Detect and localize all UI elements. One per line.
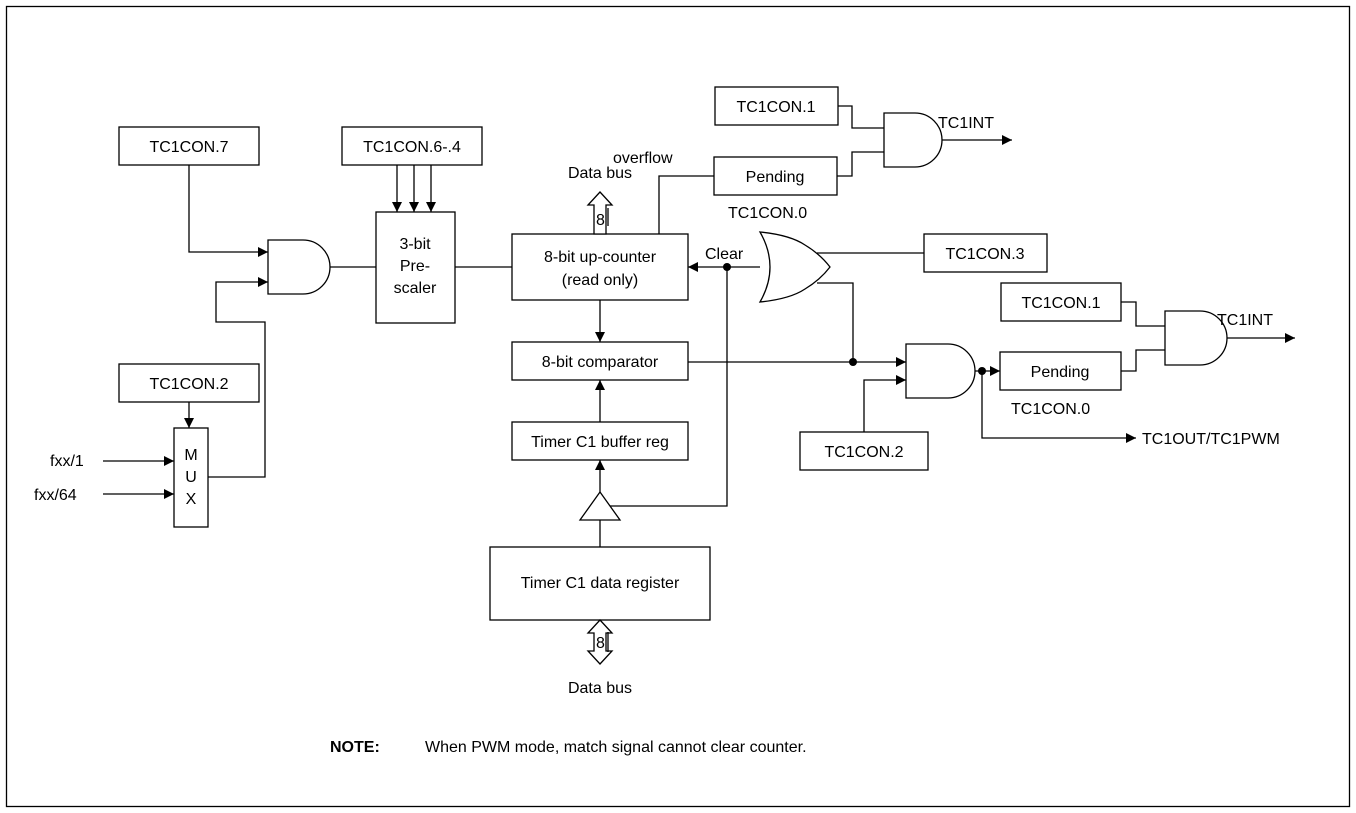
clear-to-buffer-wire	[610, 267, 728, 507]
tc1con0-bottom-label: TC1CON.0	[1011, 401, 1090, 418]
mux-block: M U X	[173, 427, 209, 528]
svg-text:TC1CON.6-.4: TC1CON.6-.4	[363, 139, 461, 156]
tc1out-arrow	[981, 371, 1136, 443]
svg-text:8-bit up-counter: 8-bit up-counter	[544, 249, 657, 266]
match-junction-dot	[849, 358, 857, 366]
svg-text:TC1CON.2: TC1CON.2	[824, 444, 903, 461]
overflow-label: overflow	[613, 150, 673, 167]
buffer-reg-block: Timer C1 buffer reg	[511, 421, 689, 461]
input-and-gate	[267, 239, 331, 295]
tc1con7-to-and-wire	[188, 165, 268, 257]
bus-width-top: 8	[596, 212, 605, 229]
pending-top-wire	[837, 151, 884, 177]
data-bus-top-label: Data bus	[568, 165, 632, 182]
tc1int-top-label: TC1INT	[938, 115, 994, 132]
prescaler-block: 3-bit Pre- scaler	[375, 211, 456, 324]
svg-text:TC1CON.1: TC1CON.1	[1021, 295, 1100, 312]
match-and-gate	[905, 343, 976, 399]
svg-text:Pre-: Pre-	[400, 258, 430, 275]
up-counter-block: 8-bit up-counter (read only)	[511, 233, 689, 301]
comparator-block: 8-bit comparator	[511, 341, 689, 381]
tc1con2-mux-box: TC1CON.2	[118, 363, 260, 403]
svg-text:TC1CON.7: TC1CON.7	[149, 139, 228, 156]
fxx1-label: fxx/1	[50, 453, 84, 470]
fxx64-label: fxx/64	[34, 487, 77, 504]
tc1con1-top-wire	[838, 105, 884, 129]
svg-text:scaler: scaler	[394, 280, 437, 297]
figure-frame	[5, 5, 1351, 808]
svg-text:Timer C1 buffer reg: Timer C1 buffer reg	[531, 434, 669, 451]
data-bus-bottom-label: Data bus	[568, 680, 632, 697]
tc1con2-to-and-wire	[863, 375, 906, 432]
overflow-to-pending-wire	[658, 175, 714, 234]
data-register-block: Timer C1 data register	[489, 546, 711, 621]
svg-text:TC1CON.3: TC1CON.3	[945, 246, 1024, 263]
tc1out-label: TC1OUT/TC1PWM	[1142, 431, 1280, 448]
svg-text:Pending: Pending	[1031, 364, 1090, 381]
clear-or-gate	[758, 231, 831, 303]
svg-text:(read only): (read only)	[562, 272, 638, 289]
tc1con1-top-box: TC1CON.1	[714, 86, 839, 126]
tc1int-bottom-label: TC1INT	[1217, 312, 1273, 329]
tc1con1-bottom-box: TC1CON.1	[1000, 282, 1122, 322]
mux-to-and-wire	[208, 277, 268, 478]
data-bus-top-arrow	[586, 191, 614, 235]
interrupt-and-gate-bottom	[1164, 310, 1228, 366]
svg-text:U: U	[185, 469, 197, 486]
svg-text:X: X	[186, 491, 197, 508]
pending-bottom-box: Pending	[999, 351, 1122, 391]
bus-width-bottom: 8	[596, 635, 605, 652]
tc1con3-box: TC1CON.3	[923, 233, 1048, 273]
svg-text:TC1CON.2: TC1CON.2	[149, 376, 228, 393]
interrupt-and-gate-top	[883, 112, 943, 168]
svg-text:3-bit: 3-bit	[399, 236, 431, 253]
svg-text:Timer C1 data register: Timer C1 data register	[521, 575, 680, 592]
tc1con2-and-box: TC1CON.2	[799, 431, 929, 471]
tc1con1-bottom-wire	[1121, 301, 1165, 327]
svg-text:M: M	[184, 447, 197, 464]
note-text: When PWM mode, match signal cannot clear…	[425, 739, 807, 756]
or-input-from-match-wire	[817, 282, 854, 362]
svg-text:Pending: Pending	[746, 169, 805, 186]
tc1con7-box: TC1CON.7	[118, 126, 260, 166]
note-label: NOTE:	[330, 739, 380, 756]
svg-text:TC1CON.1: TC1CON.1	[736, 99, 815, 116]
clear-label: Clear	[705, 246, 744, 263]
pending-top-box: Pending	[713, 156, 838, 196]
tc1con6-4-box: TC1CON.6-.4	[341, 126, 483, 166]
pending-bottom-wire	[1121, 349, 1165, 372]
tc1con0-top-label: TC1CON.0	[728, 205, 807, 222]
svg-text:8-bit comparator: 8-bit comparator	[542, 354, 659, 371]
